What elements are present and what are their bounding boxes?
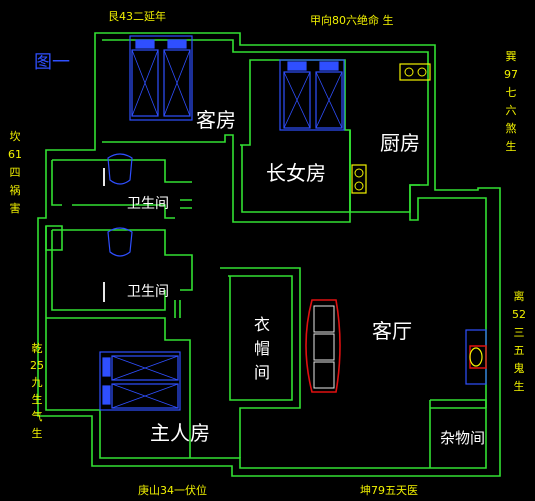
living-room-tv [465, 329, 487, 385]
master-bedroom-wall [46, 317, 191, 458]
vt-left-top-char: 坎 [10, 130, 21, 143]
guest-room-wall [102, 130, 351, 223]
vt-left-bottom-char: 生 [32, 392, 43, 406]
room-label-master: 主人房 [150, 421, 210, 445]
figure-label: 图一 [34, 52, 70, 73]
vt-left-bottom-char: 乾 [32, 342, 43, 355]
daughter-room-bed [279, 59, 345, 131]
room-label-storage: 杂物间 [440, 429, 485, 447]
cloak-char: 衣 [254, 315, 270, 334]
bathroom-1-wall [51, 159, 192, 219]
kitchen-wall [349, 130, 420, 213]
inner-wall-lines [174, 199, 192, 318]
label-top-center: 甲向80六绝命 生 [310, 13, 394, 27]
label-bottom-left: 庚山34一伏位 [138, 483, 207, 497]
master-bed [99, 351, 181, 411]
vt-left-bottom-char: 气 [32, 409, 43, 423]
room-label-bath-1: 卫生间 [127, 196, 169, 212]
cloakroom-wall [220, 267, 301, 458]
room-label-living: 客厅 [372, 319, 412, 343]
vt-left-bottom-char: 九 [32, 376, 43, 389]
vt-right-bottom-char: 52 [512, 308, 526, 321]
bathroom-2-wall [51, 229, 193, 311]
room-label-kitchen: 厨房 [380, 131, 420, 155]
toilet-2 [103, 227, 133, 302]
bathroom-partition [45, 225, 63, 251]
outer-wall [37, 32, 501, 477]
label-top-left: 艮43二延年 [108, 9, 166, 23]
outer-wall-inner [45, 39, 487, 469]
vt-left-top-char: 祸 [10, 183, 21, 197]
vt-right-bottom-char: 离 [514, 289, 525, 303]
room-labels: 客房 长女房 厨房 卫生间 卫生间 客厅 主人房 杂物间 [127, 108, 485, 447]
vt-right-top-char: 生 [506, 139, 517, 153]
vt-left-bottom-char: 25 [30, 359, 44, 372]
label-left-top: 坎 61 四祸害 [8, 130, 22, 215]
label-bottom-right: 坤79五天医 [360, 483, 418, 497]
toilet-1 [103, 153, 133, 186]
vt-right-top-char: 巽 [506, 50, 517, 63]
vt-right-top-char: 煞 [506, 121, 517, 135]
vt-left-bottom-char: 生 [32, 426, 43, 440]
vt-right-bottom-char: 三 [514, 326, 525, 339]
living-room-sofa [305, 299, 341, 393]
cloak-char: 帽 [254, 339, 270, 358]
room-label-daughter: 长女房 [266, 161, 326, 185]
vt-left-top-char: 害 [10, 201, 21, 215]
vt-left-top-char: 61 [8, 148, 22, 161]
vt-right-bottom-char: 鬼 [514, 361, 525, 375]
kitchen-stove [351, 164, 367, 194]
vt-right-top-char: 97 [504, 68, 518, 81]
vt-right-top-char: 六 [506, 104, 517, 117]
daughter-room-wall [240, 59, 351, 213]
vt-right-top-char: 七 [506, 86, 517, 99]
storage-room-wall [429, 399, 487, 468]
vt-right-bottom-char: 五 [514, 344, 525, 357]
kitchen-sink [399, 63, 431, 81]
room-label-cloakroom: 衣帽间 [254, 315, 270, 382]
room-label-guest: 客房 [196, 108, 236, 132]
room-label-bath-2: 卫生间 [127, 284, 169, 300]
vt-right-bottom-char: 生 [514, 379, 525, 393]
guest-room-bed [129, 35, 193, 121]
cloak-char: 间 [254, 363, 270, 382]
vt-left-top-char: 四 [10, 166, 21, 179]
bagua-labels: 艮43二延年 甲向80六绝命 生 庚山34一伏位 坤79五天医 [108, 9, 418, 497]
